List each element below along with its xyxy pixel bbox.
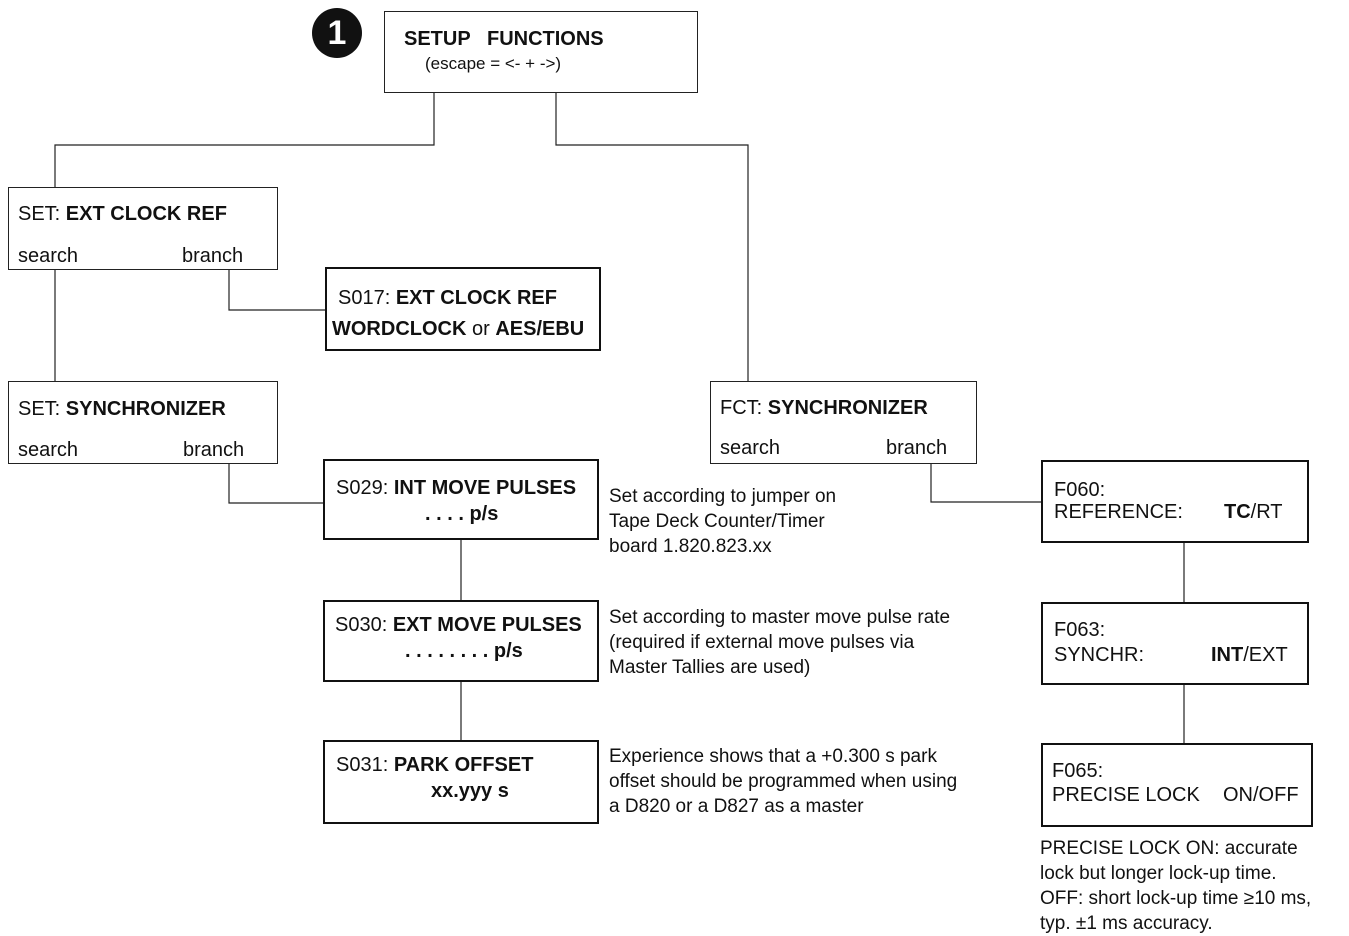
note-line: OFF: short lock-up time ≥10 ms, bbox=[1040, 888, 1312, 909]
connector-set-sync-to-s029 bbox=[228, 464, 324, 504]
step-number-badge: 1 bbox=[312, 8, 362, 58]
connector-setup-to-set bbox=[54, 93, 435, 187]
note-line: (required if external move pulses via bbox=[609, 632, 915, 653]
f063-options: INT/EXT bbox=[1211, 643, 1288, 667]
set-prefix: SET: bbox=[18, 398, 66, 420]
s031-code: S031: bbox=[336, 754, 394, 776]
note-line: PRECISE LOCK ON: accurate bbox=[1040, 838, 1298, 859]
f065-label: PRECISE LOCK bbox=[1052, 784, 1200, 806]
s031-title: S031: PARK OFFSET bbox=[336, 753, 533, 777]
search-label: search bbox=[18, 439, 79, 461]
s017-options: WORDCLOCK or AES/EBU bbox=[332, 317, 584, 341]
s030-title: S030: EXT MOVE PULSES bbox=[335, 613, 582, 637]
note-line: lock but longer lock-up time. bbox=[1040, 863, 1277, 884]
f063-selected-option: INT bbox=[1211, 644, 1244, 666]
note-line: Tape Deck Counter/Timer bbox=[609, 511, 825, 532]
s030-value: . . . . . . . . p/s bbox=[405, 640, 523, 662]
s029-name: INT MOVE PULSES bbox=[393, 477, 577, 499]
s030-note: Set according to master move pulse rate … bbox=[609, 605, 950, 680]
s017-option-wordclock: WORDCLOCK bbox=[332, 318, 467, 340]
setup-functions-box: SETUP FUNCTIONS (escape = <- + ->) bbox=[384, 11, 698, 93]
s017-ext-clock-ref-box: S017: EXT CLOCK REF WORDCLOCK or AES/EBU bbox=[325, 267, 601, 351]
f063-other-option: /EXT bbox=[1243, 644, 1288, 666]
note-line: board 1.820.823.xx bbox=[609, 536, 772, 557]
set-synchronizer-title: SET: SYNCHRONIZER bbox=[18, 397, 226, 421]
f060-selected-option: TC bbox=[1224, 501, 1251, 523]
connector-set-ext-to-s017 bbox=[228, 270, 326, 311]
s017-name: EXT CLOCK REF bbox=[395, 287, 557, 309]
s029-value: . . . . p/s bbox=[425, 503, 499, 525]
f060-other-option: /RT bbox=[1250, 501, 1283, 523]
fct-prefix: FCT: bbox=[720, 397, 768, 419]
branch-label: branch bbox=[182, 245, 244, 267]
note-line: Experience shows that a +0.300 s park bbox=[609, 746, 937, 767]
f060-options: TC/RT bbox=[1224, 500, 1283, 524]
s029-note: Set according to jumper on Tape Deck Cou… bbox=[609, 484, 836, 559]
s030-code: S030: bbox=[335, 614, 393, 636]
note-line: Set according to jumper on bbox=[609, 486, 837, 507]
f065-precise-lock-box: F065: PRECISE LOCK ON/OFF bbox=[1041, 743, 1313, 827]
set-prefix: SET: bbox=[18, 203, 66, 225]
branch-label: branch bbox=[183, 439, 245, 461]
s017-or: or bbox=[466, 318, 496, 340]
f063-code: F063: bbox=[1054, 619, 1106, 641]
note-line: Set according to master move pulse rate bbox=[609, 607, 951, 628]
f065-note: PRECISE LOCK ON: accurate lock but longe… bbox=[1040, 836, 1311, 936]
f060-code: F060: bbox=[1054, 479, 1106, 501]
note-line: Master Tallies are used) bbox=[609, 657, 811, 678]
fct-synchronizer-box: FCT: SYNCHRONIZER search branch bbox=[710, 381, 977, 464]
s031-name: PARK OFFSET bbox=[393, 754, 534, 776]
connector-fct-to-f060 bbox=[930, 464, 1042, 503]
s029-title: S029: INT MOVE PULSES bbox=[336, 476, 576, 500]
f065-options: ON/OFF bbox=[1223, 784, 1299, 806]
setup-functions-title: SETUP FUNCTIONS bbox=[404, 28, 604, 50]
s029-int-move-pulses-box: S029: INT MOVE PULSES . . . . p/s bbox=[323, 459, 599, 540]
search-label: search bbox=[18, 245, 79, 267]
note-line: offset should be programmed when using bbox=[609, 771, 958, 792]
connector-setup-to-fct bbox=[555, 93, 749, 381]
search-label: search bbox=[720, 437, 781, 459]
s031-park-offset-box: S031: PARK OFFSET xx.yyy s bbox=[323, 740, 599, 824]
set-synchronizer-name: SYNCHRONIZER bbox=[65, 398, 226, 420]
f060-label: REFERENCE: bbox=[1054, 501, 1183, 523]
setup-escape-hint: (escape = <- + ->) bbox=[425, 54, 562, 73]
s030-ext-move-pulses-box: S030: EXT MOVE PULSES . . . . . . . . p/… bbox=[323, 600, 599, 682]
f063-synchr-box: F063: SYNCHR: INT/EXT bbox=[1041, 602, 1309, 685]
s031-note: Experience shows that a +0.300 s park of… bbox=[609, 744, 957, 819]
s030-name: EXT MOVE PULSES bbox=[392, 614, 582, 636]
s029-code: S029: bbox=[336, 477, 394, 499]
f063-label: SYNCHR: bbox=[1054, 644, 1145, 666]
fct-synchronizer-name: SYNCHRONIZER bbox=[767, 397, 928, 419]
set-ext-clock-ref-title: SET: EXT CLOCK REF bbox=[18, 202, 227, 226]
set-ext-clock-ref-box: SET: EXT CLOCK REF search branch bbox=[8, 187, 278, 270]
s031-value: xx.yyy s bbox=[431, 780, 509, 802]
s017-code: S017: bbox=[338, 287, 396, 309]
s017-title: S017: EXT CLOCK REF bbox=[338, 286, 557, 310]
note-line: typ. ±1 ms accuracy. bbox=[1040, 913, 1213, 934]
branch-label: branch bbox=[886, 437, 948, 459]
f065-code: F065: bbox=[1052, 760, 1104, 782]
s017-option-aes-ebu: AES/EBU bbox=[495, 318, 585, 340]
set-ext-clock-ref-name: EXT CLOCK REF bbox=[65, 203, 227, 225]
set-synchronizer-box: SET: SYNCHRONIZER search branch bbox=[8, 381, 278, 464]
fct-synchronizer-title: FCT: SYNCHRONIZER bbox=[720, 396, 928, 420]
note-line: a D820 or a D827 as a master bbox=[609, 796, 864, 817]
f060-reference-box: F060: REFERENCE: TC/RT bbox=[1041, 460, 1309, 543]
